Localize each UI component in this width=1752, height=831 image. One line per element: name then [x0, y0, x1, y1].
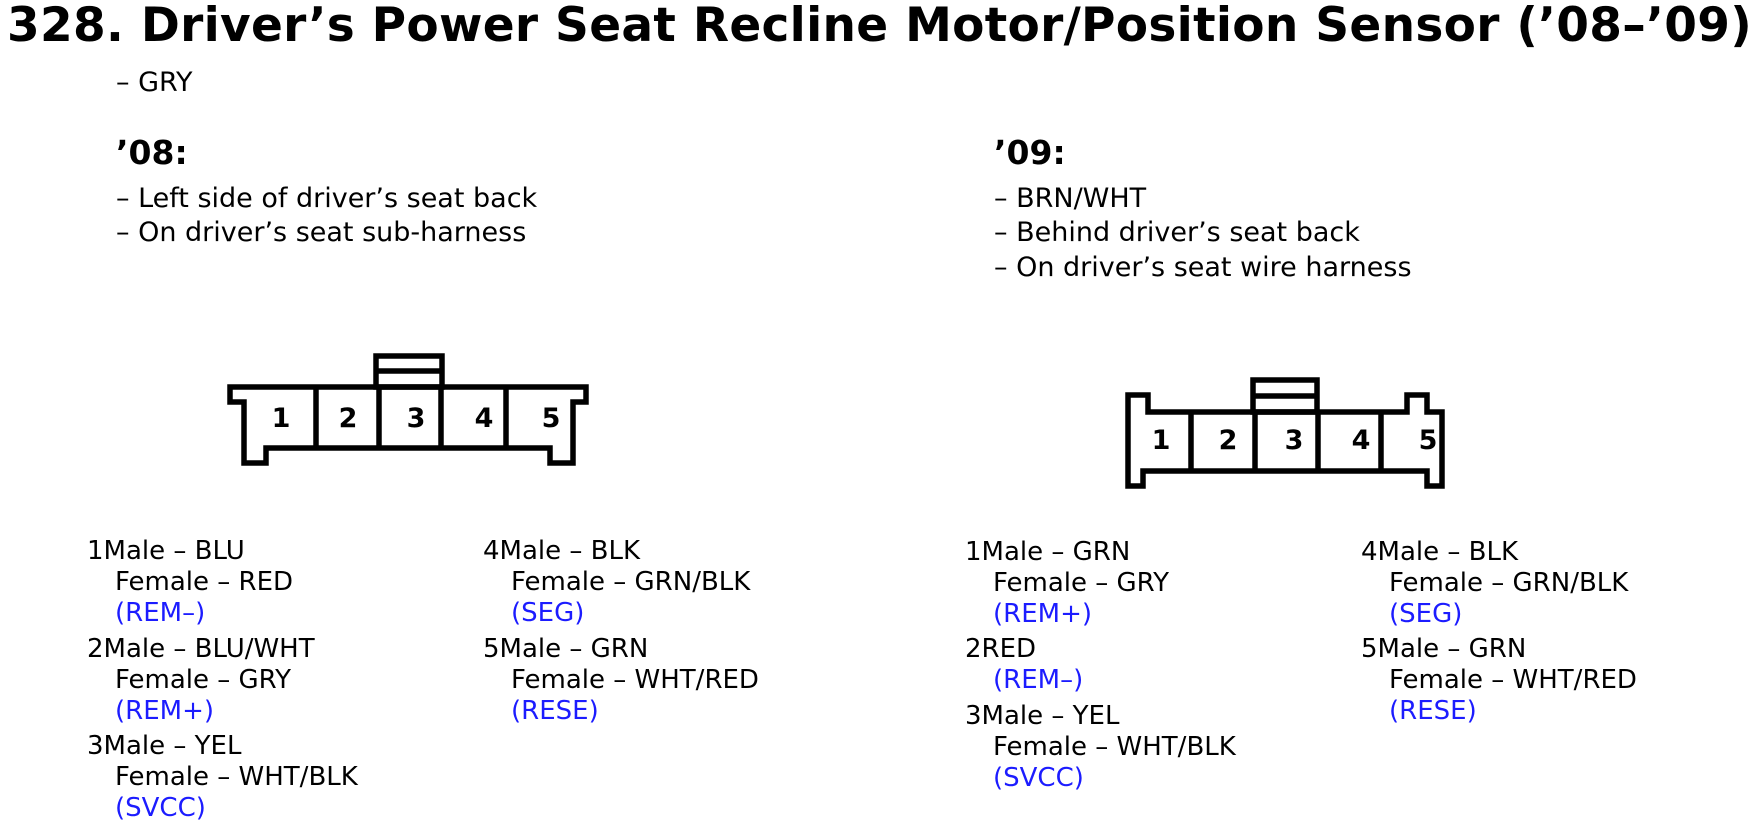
signal-name: (REM–)	[115, 598, 206, 628]
male-wire: Male – GRN	[1377, 634, 1527, 664]
female-wire: Female – WHT/RED	[511, 665, 759, 695]
pin-number: 3	[87, 731, 104, 761]
male-wire: Male – BLU/WHT	[103, 634, 315, 664]
female-wire: Female – GRY	[115, 665, 291, 695]
pin-number: 1	[965, 537, 982, 567]
female-wire: Female – GRN/BLK	[511, 567, 751, 597]
location-09-line-3: – On driver’s seat wire harness	[994, 252, 1412, 283]
pin-09-5: 5Male – GRN Female – WHT/RED (RESE)	[1361, 634, 1637, 727]
signal-name: (RESE)	[1389, 696, 1477, 726]
pin-08-3: 3Male – YEL Female – WHT/BLK (SVCC)	[87, 731, 358, 824]
signal-name: (SEG)	[511, 598, 585, 628]
pin-number: 4	[483, 536, 500, 566]
connector-08-pin-label: 1	[272, 403, 291, 434]
pin-number: 4	[1361, 537, 1378, 567]
signal-name: (REM+)	[993, 599, 1092, 629]
female-wire: Female – GRN/BLK	[1389, 568, 1629, 598]
location-08-line-2: – On driver’s seat sub-harness	[116, 217, 527, 248]
connector-09-pin-label: 1	[1152, 425, 1171, 456]
female-wire: Female – WHT/BLK	[115, 762, 358, 792]
female-wire: Female – GRY	[993, 568, 1169, 598]
signal-name: (RESE)	[511, 696, 599, 726]
wire-color: RED	[981, 634, 1037, 664]
location-08-line-1: – Left side of driver’s seat back	[116, 183, 538, 214]
connector-08-pin-label: 5	[542, 403, 561, 434]
pin-09-1: 1Male – GRN Female – GRY (REM+)	[965, 537, 1169, 630]
pin-number: 3	[965, 701, 982, 731]
pin-number: 5	[1361, 634, 1378, 664]
connector-08-pin-label: 2	[339, 403, 358, 434]
pin-08-2: 2Male – BLU/WHT Female – GRY (REM+)	[87, 634, 315, 727]
color-line: – GRY	[116, 67, 193, 98]
connector-08-pin-label: 4	[475, 403, 494, 434]
female-wire: Female – WHT/RED	[1389, 665, 1637, 695]
connector-09-pin-label: 5	[1419, 425, 1438, 456]
page-title: 328. Driver’s Power Seat Recline Motor/P…	[7, 0, 1752, 53]
pin-08-5: 5Male – GRN Female – WHT/RED (RESE)	[483, 634, 759, 727]
location-09-line-2: – Behind driver’s seat back	[994, 217, 1360, 248]
female-wire: Female – RED	[115, 567, 294, 597]
signal-name: (REM–)	[993, 665, 1084, 695]
heading-08: ’08:	[116, 133, 188, 172]
pin-09-2: 2RED (REM–)	[965, 634, 1083, 696]
signal-name: (SVCC)	[115, 793, 206, 823]
male-wire: Male – YEL	[981, 701, 1120, 731]
signal-name: (SVCC)	[993, 763, 1084, 793]
male-wire: Male – BLK	[499, 536, 641, 566]
pin-number: 1	[87, 536, 104, 566]
connector-08-pin-label: 3	[407, 403, 426, 434]
pin-08-1: 1Male – BLU Female – RED (REM–)	[87, 536, 293, 629]
male-wire: Male – GRN	[981, 537, 1131, 567]
pin-number: 2	[965, 634, 982, 664]
heading-09: ’09:	[994, 133, 1066, 172]
pin-08-4: 4Male – BLK Female – GRN/BLK (SEG)	[483, 536, 750, 629]
connector-09-pin-label: 4	[1352, 425, 1371, 456]
female-wire: Female – WHT/BLK	[993, 732, 1236, 762]
male-wire: Male – YEL	[103, 731, 242, 761]
pin-09-4: 4Male – BLK Female – GRN/BLK (SEG)	[1361, 537, 1628, 630]
male-wire: Male – GRN	[499, 634, 649, 664]
pin-number: 5	[483, 634, 500, 664]
pin-09-3: 3Male – YEL Female – WHT/BLK (SVCC)	[965, 701, 1236, 794]
connector-09-diagram: 1 2 3 4 5	[1125, 377, 1445, 489]
male-wire: Male – BLK	[1377, 537, 1519, 567]
connector-09-pin-label: 2	[1219, 425, 1238, 456]
male-wire: Male – BLU	[103, 536, 245, 566]
location-09-line-1: – BRN/WHT	[994, 183, 1147, 214]
connector-09-pin-label: 3	[1285, 425, 1304, 456]
connector-08-diagram: 1 2 3 4 5	[227, 353, 589, 466]
pin-number: 2	[87, 634, 104, 664]
signal-name: (SEG)	[1389, 599, 1463, 629]
signal-name: (REM+)	[115, 696, 214, 726]
